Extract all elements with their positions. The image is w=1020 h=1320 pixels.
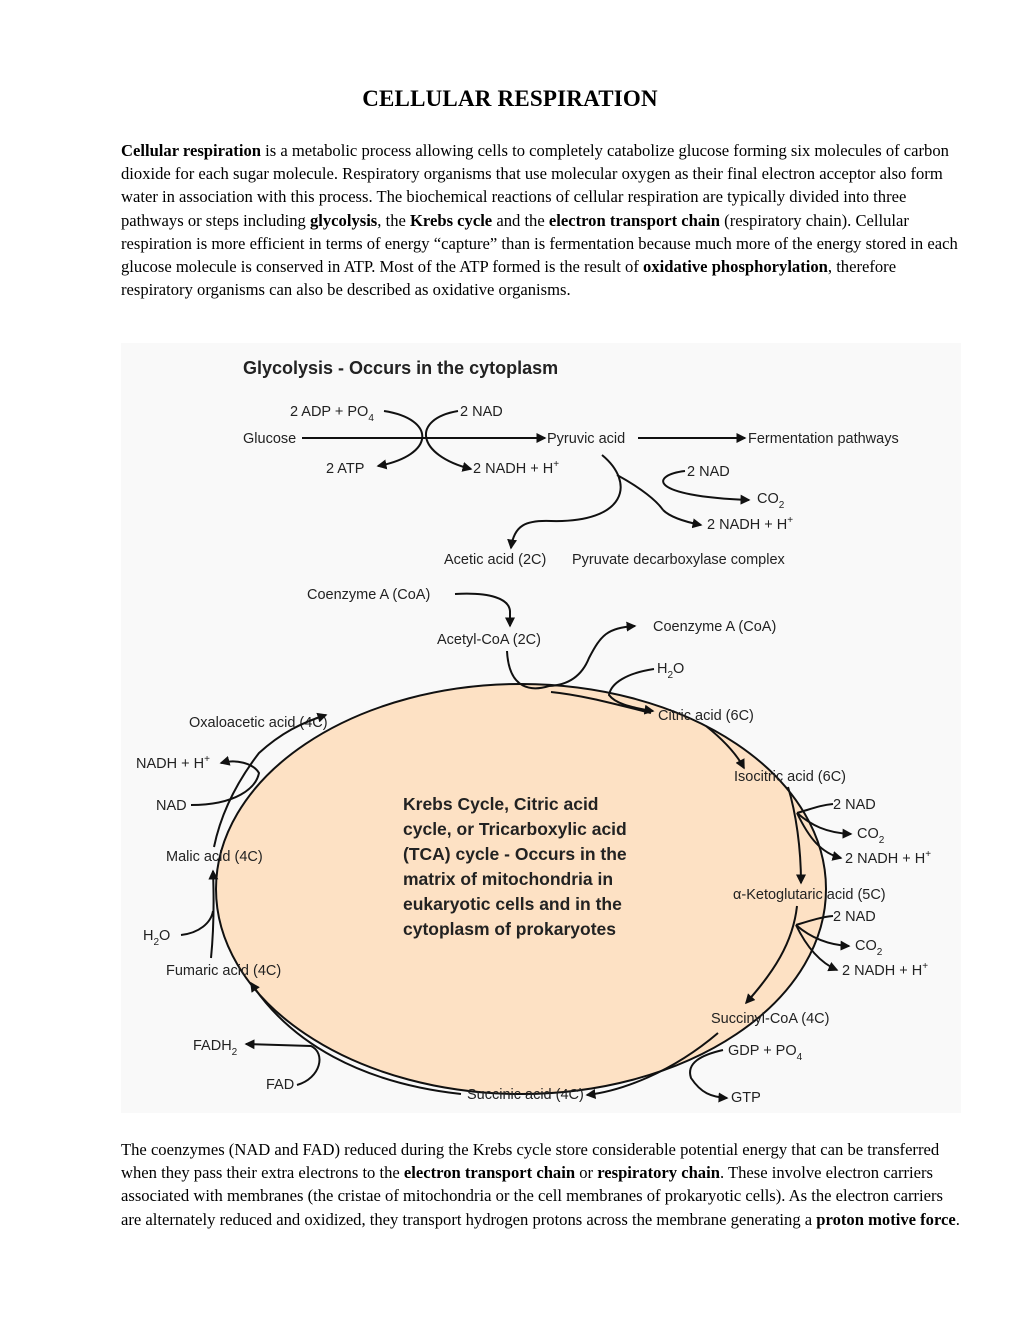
krebs-cycle-arrows: [180, 621, 853, 1103]
term-krebs-cycle: Krebs cycle: [410, 210, 493, 230]
intro-text: , therefore respiratory organisms can al…: [121, 257, 897, 300]
label-2nad-a: 2 NAD: [460, 404, 503, 420]
closing-text: or: [575, 1163, 598, 1183]
arrow-2nad-b: [662, 470, 751, 505]
label-2nadh-keto: 2 NADH + H+: [842, 961, 928, 979]
arrow-adp-atp: [376, 410, 424, 470]
term-glycolysis: glycolysis: [309, 210, 378, 230]
label-acetyl-coa: Acetyl-CoA (2C): [437, 632, 541, 648]
intro-paragraph: Cellular respiration is a metabolic proc…: [121, 139, 963, 301]
closing-text: . These involve electron carriers associ…: [121, 1163, 943, 1229]
label-co2-keto: CO2: [855, 938, 883, 958]
label-malic-acid: Malic acid (4C): [166, 849, 263, 865]
glycolysis-arrows: [302, 410, 751, 628]
label-nadh-malic: NADH + H+: [136, 754, 210, 772]
arrow-oxaloacetic-citric: [550, 691, 652, 714]
label-h2o-in: H2O: [657, 661, 684, 681]
intro-text: (respiratory chain). Cellular respiratio…: [121, 210, 958, 277]
arrow-to-2nadh-b: [662, 509, 703, 529]
svg-text:cytoplasm of prokaryotes: cytoplasm of prokaryotes: [403, 919, 616, 939]
label-coa-in: Coenzyme A (CoA): [307, 587, 430, 603]
label-2atp: 2 ATP: [326, 461, 364, 477]
closing-paragraph: The coenzymes (NAD and FAD) reduced duri…: [121, 1138, 963, 1231]
arrow-keto-succinyl: [744, 905, 798, 1005]
label-glucose: Glucose: [243, 431, 296, 447]
arrow-keto-nadh: [795, 924, 839, 972]
arrow-succinic-fumaric: [250, 981, 462, 1095]
label-pyruvic-acid: Pyruvic acid: [547, 431, 625, 447]
arrow-fad-fadh2: [244, 1039, 321, 1086]
label-oxaloacetic-acid: Oxaloacetic acid (4C): [189, 715, 328, 731]
label-2nadh-iso: 2 NADH + H+: [845, 849, 931, 867]
label-2nad-b: 2 NAD: [687, 464, 730, 480]
arrow-keto-2nad: [795, 915, 834, 926]
glycolysis-title: Glycolysis - Occurs in the cytoplasm: [243, 358, 558, 378]
label-isocitric-acid: Isocitric acid (6C): [734, 769, 846, 785]
label-2nad-iso: 2 NAD: [833, 797, 876, 813]
term-electron-transport-chain-2: electron transport chain: [403, 1163, 576, 1183]
arrow-nad-nadh: [425, 410, 473, 472]
arrow-iso-co2: [796, 812, 853, 839]
label-nad-malic: NAD: [156, 798, 187, 814]
term-electron-transport-chain: electron transport chain: [548, 210, 721, 230]
label-gdp-po4: GDP + PO4: [728, 1043, 803, 1063]
term-cellular-respiration: Cellular respiration: [121, 141, 261, 160]
closing-text: The coenzymes (NAD and FAD) reduced duri…: [121, 1140, 940, 1183]
intro-text: , the: [377, 210, 410, 230]
label-succinyl-coa: Succinyl-CoA (4C): [711, 1011, 829, 1027]
respiration-diagram: Glycolysis - Occurs in the cytoplasm 2 A…: [121, 343, 961, 1113]
intro-text: and the: [492, 210, 549, 230]
arrow-keto-co2: [795, 924, 851, 951]
arrow-nad-nadh-malic: [190, 755, 261, 806]
label-succinic-acid: Succinic acid (4C): [467, 1087, 584, 1103]
arrow-coa-in: [454, 592, 515, 628]
label-2nad-keto: 2 NAD: [833, 909, 876, 925]
arrow-iso-nadh: [796, 812, 843, 861]
label-alpha-ketoglutaric: α-Ketoglutaric acid (5C): [733, 887, 886, 903]
svg-text:eukaryotic cells and in the: eukaryotic cells and in the: [403, 894, 622, 914]
page-title: CELLULAR RESPIRATION: [362, 86, 658, 111]
label-coa-out: Coenzyme A (CoA): [653, 619, 776, 635]
svg-text:(TCA) cycle - Occurs in the: (TCA) cycle - Occurs in the: [403, 844, 627, 864]
label-gtp: GTP: [731, 1090, 761, 1106]
arrow-h2o-fumaric: [180, 910, 214, 936]
arrow-h2o-in: [607, 668, 655, 715]
arrow-isocitric-keto: [787, 786, 806, 885]
label-adp-po4: 2 ADP + PO4: [290, 404, 374, 424]
label-acetic-acid: Acetic acid (2C): [444, 552, 546, 568]
arrow-malic-oxaloacetic: [213, 712, 328, 848]
label-fumaric-acid: Fumaric acid (4C): [166, 963, 281, 979]
term-oxidative-phosphorylation: oxidative phosphorylation: [643, 257, 828, 277]
arrow-succinyl-succinic: [585, 1032, 719, 1099]
arrow-citric-isocitric: [705, 725, 745, 770]
term-respiratory-chain: respiratory chain: [597, 1163, 720, 1183]
svg-text:cycle, or Tricarboxylic acid: cycle, or Tricarboxylic acid: [403, 819, 627, 839]
intro-text: is a metabolic process allowing cells to…: [121, 141, 949, 230]
label-2nadh-a: 2 NADH + H+: [473, 459, 559, 477]
label-pyruvate-decarboxylase: Pyruvate decarboxylase complex: [572, 552, 786, 568]
arrow-iso-2nad: [796, 803, 834, 814]
svg-text:matrix of mitochondria in: matrix of mitochondria in: [403, 869, 613, 889]
term-proton-motive-force: proton motive force: [816, 1209, 956, 1229]
krebs-cycle-title: Krebs Cycle, Citric acid cycle, or Trica…: [403, 794, 627, 939]
label-fadh2: FADH2: [193, 1038, 238, 1058]
arrow-pdc-side: [616, 474, 664, 511]
arrow-acetyl-into-cycle: [506, 621, 637, 690]
label-2nadh-b: 2 NADH + H+: [707, 515, 793, 533]
label-co2-iso: CO2: [857, 826, 885, 846]
arrow-gdp: [689, 1049, 729, 1103]
diagram-svg: Glycolysis - Occurs in the cytoplasm 2 A…: [136, 358, 931, 1106]
closing-text: .: [955, 1209, 960, 1229]
label-co2-a: CO2: [757, 491, 785, 511]
label-fad: FAD: [266, 1077, 294, 1093]
label-h2o-fumaric: H2O: [143, 928, 170, 948]
label-fermentation-pathways: Fermentation pathways: [748, 431, 899, 447]
svg-text:Krebs Cycle, Citric acid: Krebs Cycle, Citric acid: [403, 794, 599, 814]
label-citric-acid: Citric acid (6C): [658, 708, 754, 724]
